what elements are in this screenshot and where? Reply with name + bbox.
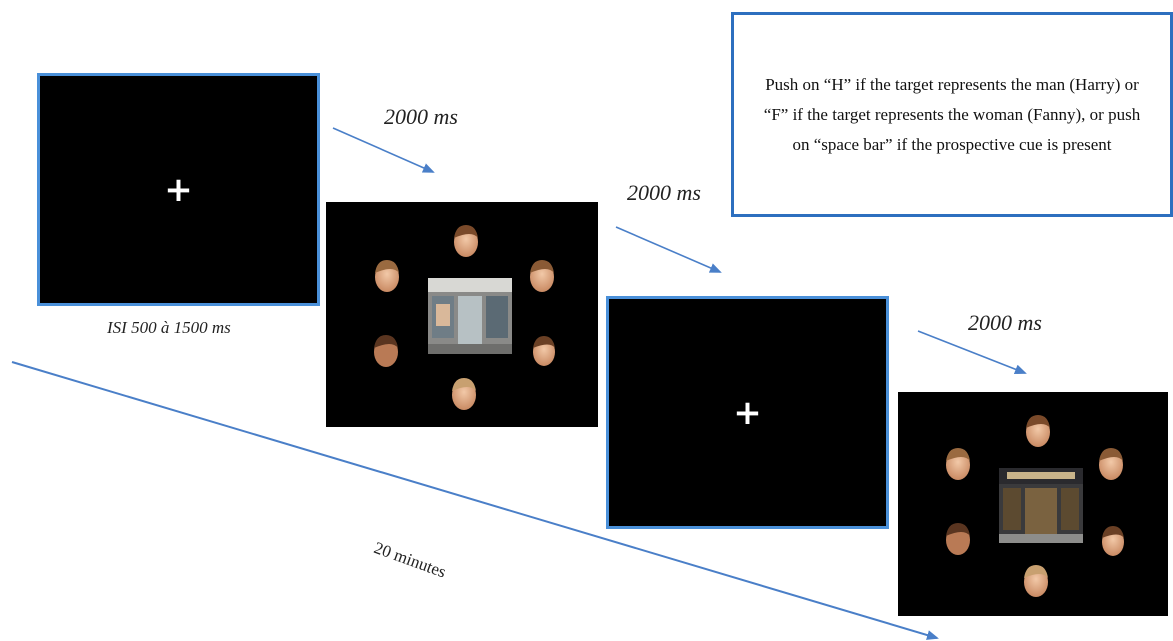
shop-front-photo (999, 468, 1083, 543)
face-upper-left (375, 260, 399, 292)
arrow-3 (917, 330, 1027, 375)
fixation-screen-1: + (37, 73, 320, 306)
isi-label: ISI 500 à 1500 ms (107, 318, 231, 337)
face-bottom (452, 378, 476, 410)
fixation-cross: + (164, 169, 193, 210)
instruction-text: Push on “H” if the target represents the… (763, 74, 1141, 154)
face-lower-right (1102, 526, 1124, 556)
arrow-1 (332, 127, 435, 173)
stimulus-display-1-art (374, 225, 555, 410)
face-upper-right (530, 260, 554, 292)
face-top (1026, 415, 1050, 447)
stimulus-display-1 (326, 202, 598, 427)
face-upper-left (946, 448, 970, 480)
timing-label-1: 2000 ms (384, 104, 458, 129)
face-upper-right (1099, 448, 1123, 480)
timeline-arrow (11, 361, 939, 640)
stimulus-display-2 (898, 392, 1168, 616)
stimulus-display-2-art (946, 415, 1124, 597)
face-top (454, 225, 478, 257)
timing-label-3: 2000 ms (968, 310, 1042, 335)
face-lower-left (374, 335, 398, 367)
fixation-cross: + (733, 392, 762, 433)
timing-label-2: 2000 ms (627, 180, 701, 205)
face-lower-right (533, 336, 555, 366)
fixation-screen-2: + (606, 296, 889, 529)
face-lower-left (946, 523, 970, 555)
arrow-2 (615, 226, 722, 273)
instruction-box: Push on “H” if the target represents the… (731, 12, 1173, 217)
shop-front-photo (428, 278, 512, 354)
face-bottom (1024, 565, 1048, 597)
